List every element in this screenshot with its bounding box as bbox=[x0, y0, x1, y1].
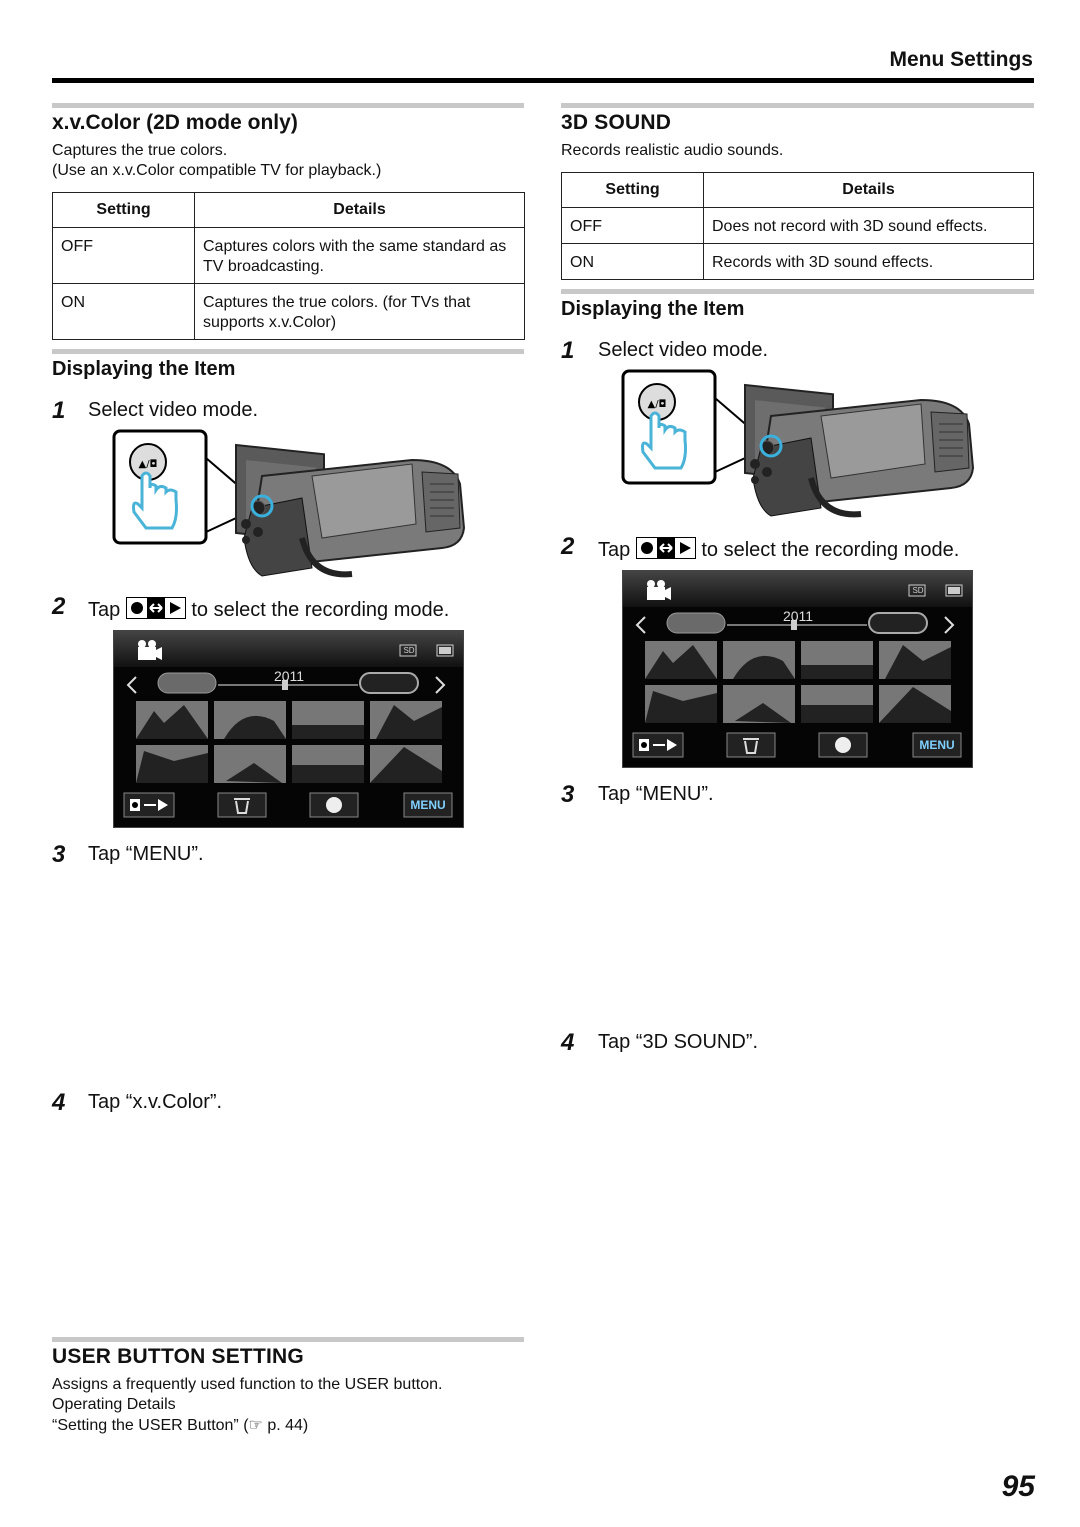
step-text-after: to select the recording mode. bbox=[191, 599, 450, 621]
table-header-details: Details bbox=[194, 192, 525, 228]
subsection-heading: Displaying the Item bbox=[52, 358, 236, 380]
lcd-playback-screen: 2011 SD MENU bbox=[622, 570, 973, 768]
table-header-setting: Setting bbox=[561, 172, 704, 208]
mode-switch-icon bbox=[635, 537, 696, 559]
lcd-year-label: 2011 bbox=[273, 668, 305, 684]
step-number: 4 bbox=[52, 1089, 66, 1116]
camcorder-illustration: ▲/◘ bbox=[621, 369, 975, 518]
section-rule bbox=[561, 103, 1034, 108]
lcd-menu-button-label: MENU bbox=[919, 738, 955, 752]
step-text-before: Tap bbox=[598, 539, 631, 561]
lcd-sd-label: SD bbox=[403, 646, 415, 655]
table-cell-setting: ON bbox=[561, 243, 704, 280]
table-row: ON Captures the true colors. (for TVs th… bbox=[52, 283, 525, 340]
step-number: 3 bbox=[561, 781, 575, 808]
table-cell-details: Captures colors with the same standard a… bbox=[194, 227, 525, 284]
section-rule bbox=[561, 289, 1034, 294]
table-cell-details: Records with 3D sound effects. bbox=[703, 243, 1034, 280]
section-title-user-button: USER BUTTON SETTING bbox=[52, 1345, 304, 1368]
table-row: ON Records with 3D sound effects. bbox=[561, 243, 1034, 280]
subsection-heading: Displaying the Item bbox=[561, 298, 745, 320]
section-rule bbox=[52, 1337, 524, 1342]
pointing-hand-icon: ☞ bbox=[248, 1417, 263, 1434]
settings-table-xvcolor: Setting Details OFF Captures colors with… bbox=[52, 192, 525, 340]
step-number: 1 bbox=[52, 397, 66, 424]
step-number: 3 bbox=[52, 841, 66, 868]
table-cell-setting: OFF bbox=[52, 227, 195, 284]
step-number: 2 bbox=[561, 533, 575, 560]
section-title-3d-sound: 3D SOUND bbox=[561, 111, 672, 134]
page-header-title: Menu Settings bbox=[889, 48, 1033, 71]
section-title-xvcolor: x.v.Color (2D mode only) bbox=[52, 111, 298, 134]
reference-page[interactable]: p. 44) bbox=[262, 1417, 309, 1434]
step-number: 1 bbox=[561, 337, 575, 364]
table-header-details: Details bbox=[703, 172, 1034, 208]
lcd-sd-label: SD bbox=[912, 586, 924, 595]
step-text: Select video mode. bbox=[598, 339, 769, 361]
step-text: Tap to select the recording mode. bbox=[88, 597, 449, 622]
step-text: Tap to select the recording mode. bbox=[598, 537, 959, 562]
table-row: OFF Captures colors with the same standa… bbox=[52, 227, 525, 284]
section-desc: Assigns a frequently used function to th… bbox=[52, 1376, 443, 1393]
header-rule bbox=[52, 78, 1034, 83]
step-text: Tap “MENU”. bbox=[88, 843, 204, 865]
svg-text:▲/◘: ▲/◘ bbox=[139, 459, 158, 470]
step-text: Tap “x.v.Color”. bbox=[88, 1091, 223, 1113]
table-cell-details: Does not record with 3D sound effects. bbox=[703, 207, 1034, 244]
lcd-screen-graphic bbox=[114, 631, 463, 827]
section-rule bbox=[52, 349, 524, 354]
lcd-screen-graphic bbox=[623, 571, 972, 767]
section-desc: Records realistic audio sounds. bbox=[561, 142, 784, 159]
operating-details-label: Operating Details bbox=[52, 1396, 176, 1413]
step-number: 2 bbox=[52, 593, 66, 620]
table-header-setting: Setting bbox=[52, 192, 195, 228]
step-text: Tap “3D SOUND”. bbox=[598, 1031, 759, 1053]
lcd-menu-button-label: MENU bbox=[410, 798, 446, 812]
table-cell-setting: ON bbox=[52, 283, 195, 340]
reference-link-text[interactable]: “Setting the USER Button” ( bbox=[52, 1417, 249, 1434]
table-cell-details: Captures the true colors. (for TVs that … bbox=[194, 283, 525, 340]
step-number: 4 bbox=[561, 1029, 575, 1056]
step-text: Select video mode. bbox=[88, 399, 259, 421]
camcorder-illustration: ▲/◘ bbox=[112, 429, 466, 578]
reference-link[interactable]: “Setting the USER Button” (☞ p. 44) bbox=[52, 1416, 308, 1436]
step-text-after: to select the recording mode. bbox=[701, 539, 960, 561]
table-cell-setting: OFF bbox=[561, 207, 704, 244]
lcd-playback-screen: 2011 SD MENU bbox=[113, 630, 464, 828]
section-desc: Captures the true colors. bbox=[52, 142, 228, 159]
step-text-before: Tap bbox=[88, 599, 121, 621]
table-row: OFF Does not record with 3D sound effect… bbox=[561, 207, 1034, 244]
step-text: Tap “MENU”. bbox=[598, 783, 714, 805]
lcd-year-label: 2011 bbox=[782, 608, 814, 624]
settings-table-3d-sound: Setting Details OFF Does not record with… bbox=[561, 172, 1034, 280]
page-number: 95 bbox=[1001, 1470, 1035, 1503]
mode-switch-icon bbox=[125, 597, 186, 619]
svg-text:▲/◘: ▲/◘ bbox=[648, 399, 667, 410]
section-rule bbox=[52, 103, 524, 108]
section-desc: (Use an x.v.Color compatible TV for play… bbox=[52, 162, 382, 179]
